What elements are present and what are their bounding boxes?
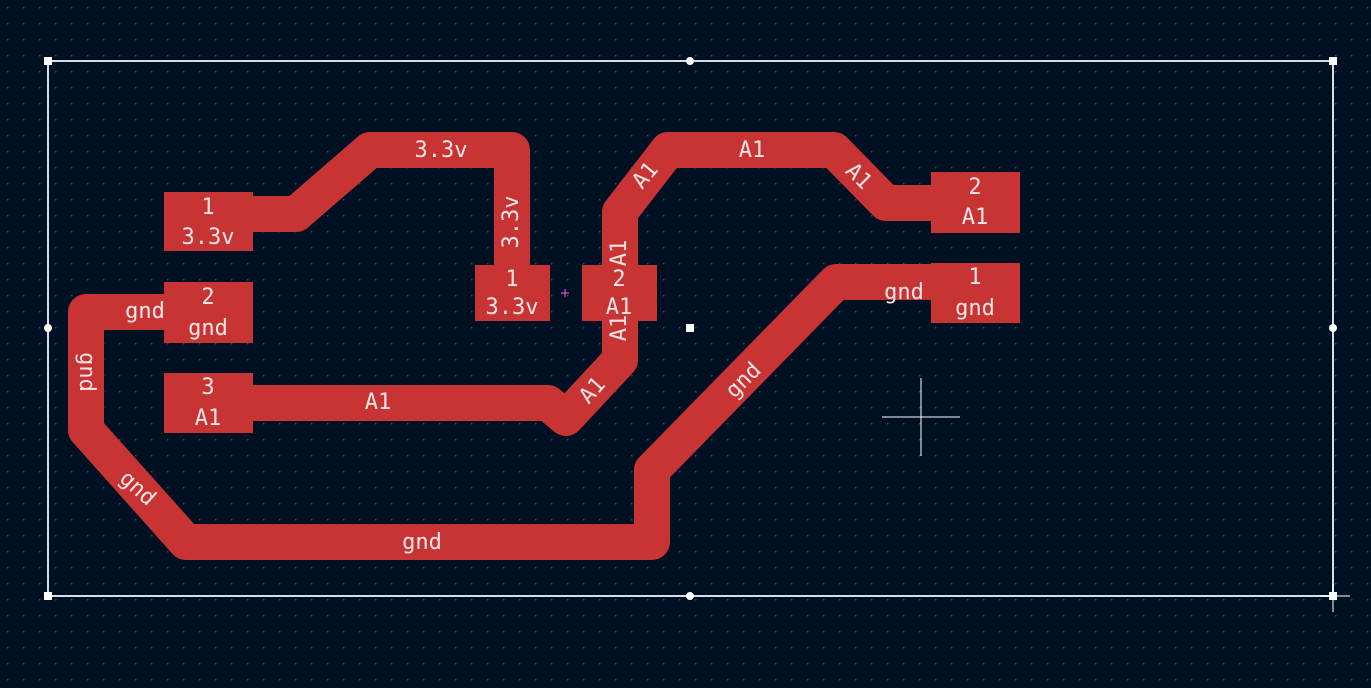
pad-j1-1-net: 3.3v: [182, 225, 235, 250]
pad-c1-1[interactable]: [475, 265, 550, 321]
track-gnd-left[interactable]: [68, 264, 988, 560]
mid-handle-left[interactable]: [44, 324, 52, 332]
mid-handle-top[interactable]: [686, 57, 694, 65]
pad-labels: 1 3.3v 2 gnd 3 A1 1 3.3v 2 A1 1 gnd 2 A1: [182, 175, 995, 431]
pad-j1-2-number: 2: [201, 285, 214, 310]
track-label-gnd-right: gnd: [884, 280, 924, 305]
mid-handle-bottom[interactable]: [686, 592, 694, 600]
track-label-a1-vertical-low: A1: [607, 315, 632, 342]
pad-c1-2[interactable]: [582, 265, 657, 321]
track-label-a1-top: A1: [739, 138, 766, 163]
pad-j2-2[interactable]: [931, 172, 1020, 233]
mid-handle-right[interactable]: [1329, 324, 1337, 332]
track-label-gnd-bottom: gnd: [402, 530, 442, 555]
track-label-3v3-top: 3.3v: [415, 138, 468, 163]
board-outline[interactable]: [44, 57, 1350, 612]
pad-c1-1-net: 3.3v: [486, 295, 539, 320]
corner-handle-bottom-left[interactable]: [44, 592, 52, 600]
center-handle[interactable]: [686, 324, 694, 332]
pad-j2-2-net: A1: [962, 205, 989, 230]
corner-handle-top-left[interactable]: [44, 57, 52, 65]
pad-j1-2-net: gnd: [188, 316, 228, 341]
cursor-layer: [561, 289, 960, 456]
track-a1-bottom[interactable]: [222, 132, 988, 436]
pad-c1-1-number: 1: [505, 267, 518, 292]
pad-c1-2-net: A1: [606, 295, 633, 320]
track-3v3[interactable]: [222, 132, 530, 300]
pad-j2-1[interactable]: [931, 263, 1020, 323]
pad-c1-2-number: 2: [612, 267, 625, 292]
track-label-gnd-left-vertical: gnd: [74, 352, 99, 392]
track-label-gnd-pad: gnd: [125, 299, 165, 324]
track-label-3v3-vertical: 3.3v: [499, 196, 524, 249]
copper-tracks: [68, 132, 988, 560]
pad-j2-1-number: 1: [968, 265, 981, 290]
track-label-a1-bottom: A1: [365, 390, 392, 415]
pads: [164, 172, 1020, 433]
pad-j1-2[interactable]: [164, 282, 253, 343]
pad-j1-3-net: A1: [195, 406, 222, 431]
pad-j1-1-number: 1: [201, 195, 214, 220]
pad-j2-2-number: 2: [968, 175, 981, 200]
pad-j1-3[interactable]: [164, 373, 253, 433]
pad-j2-1-net: gnd: [955, 296, 995, 321]
pad-j1-3-number: 3: [201, 375, 214, 400]
pad-j1-1[interactable]: [164, 192, 253, 251]
corner-handle-top-right[interactable]: [1329, 57, 1337, 65]
track-label-a1-vertical-high: A1: [607, 240, 632, 267]
